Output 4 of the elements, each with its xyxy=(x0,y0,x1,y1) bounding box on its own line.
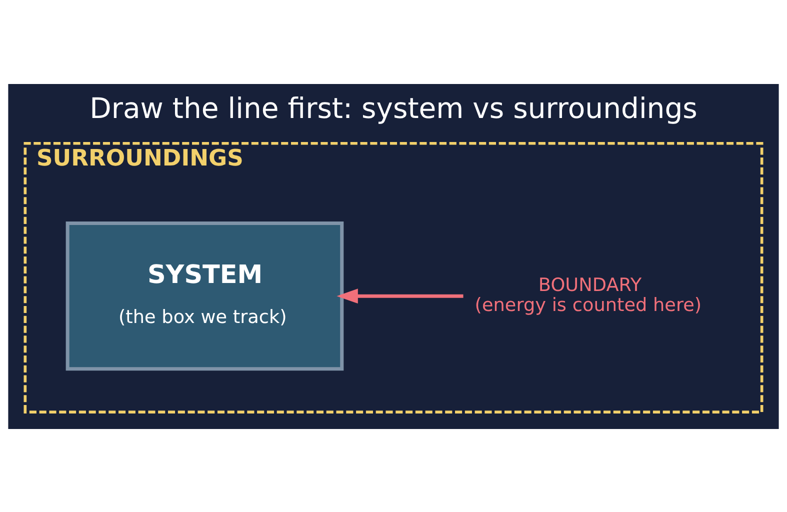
arrow xyxy=(336,288,464,304)
node-box: SYSTEM (the box we track) xyxy=(66,221,344,370)
node-text: BOUNDARY (energy is counted here) xyxy=(474,274,702,316)
diagram-title: Draw the line first: system vs surroundings xyxy=(90,91,698,124)
